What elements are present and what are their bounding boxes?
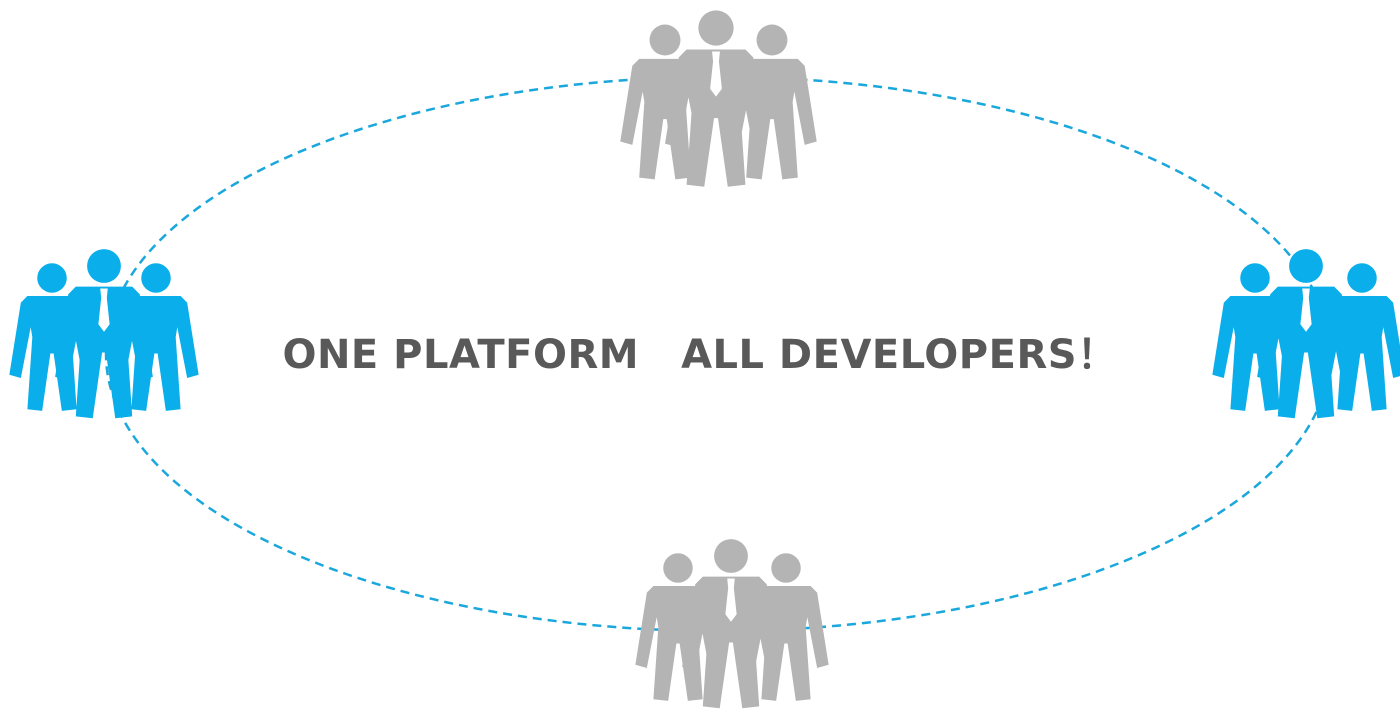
people-group-icon bbox=[635, 539, 829, 709]
tagline-part-two: ALL DEVELOPERS！ bbox=[681, 332, 1118, 378]
people-group-icon bbox=[620, 10, 817, 187]
tagline: ONE PLATFORM ALL DEVELOPERS！ bbox=[0, 322, 1400, 380]
tagline-part-one: ONE PLATFORM bbox=[282, 332, 640, 378]
